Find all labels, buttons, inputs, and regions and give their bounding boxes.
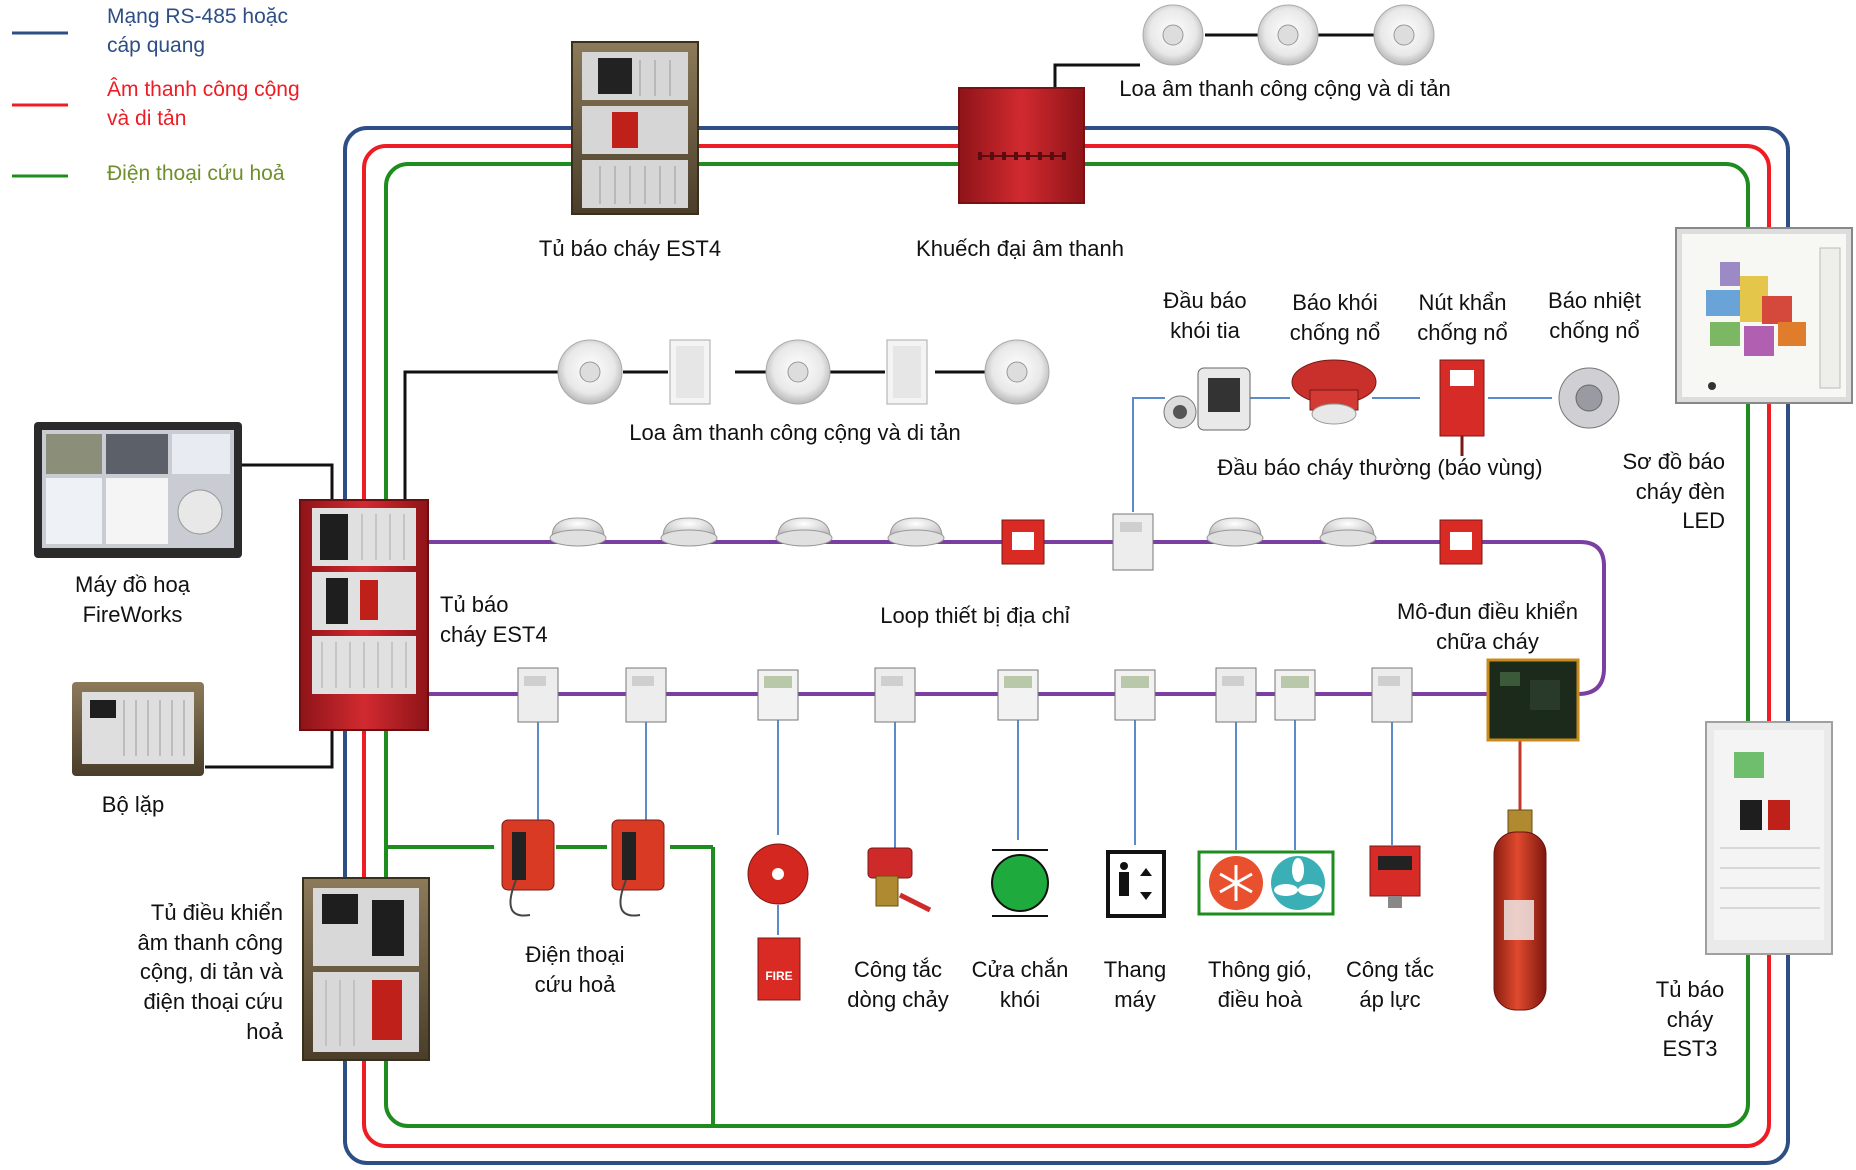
fire-phone-icon [611, 819, 665, 917]
monitor-icon [34, 422, 242, 558]
fire-bell-icon [747, 843, 809, 905]
smoke-detector-icon [549, 517, 607, 547]
ex-button-icon [1439, 359, 1485, 456]
monitor-module-icon [997, 669, 1039, 721]
pressure-switch-icon [1369, 845, 1421, 908]
monitor-module-icon [757, 669, 799, 721]
beam-detector-icon [1163, 367, 1251, 431]
ceiling-speaker-icon [1142, 4, 1204, 66]
elevator-icon [1106, 850, 1166, 918]
smoke-detector-icon [887, 517, 945, 547]
legend-audio-label: Âm thanh công cộng và di tản [107, 78, 300, 131]
release-module-icon [1486, 658, 1580, 742]
control-module-icon [1371, 667, 1413, 723]
fire-phone-label: Điện thoại cứu hoả [525, 942, 625, 997]
legend-rs485-label: Mạng RS-485 hoặc cáp quang [107, 5, 288, 58]
control-module-icon [517, 667, 559, 723]
ex-heat-detector-icon [1558, 367, 1620, 429]
gas-cylinder-icon [1493, 809, 1547, 1011]
repeater-icon [72, 682, 204, 776]
loop-label: Loop thiết bị địa chỉ [880, 603, 1070, 628]
ex-button-label: Nút khẩn chống nổ [1417, 290, 1508, 345]
audio-cabinet-label: Tủ điều khiển âm thanh công cộng, di tản… [137, 900, 283, 1044]
smoke-detector-icon [775, 517, 833, 547]
wall-speaker-icon [669, 339, 711, 405]
fire-phone-icon [501, 819, 555, 917]
audio-phone-cabinet [302, 877, 430, 1061]
legend-phone-label: Điện thoại cứu hoả [107, 162, 285, 185]
est4-main-cabinet [299, 499, 429, 731]
flow-switch-label: Công tắc dòng chảy [847, 957, 949, 1012]
hvac-label: Thông gió, điều hoà [1208, 957, 1312, 1012]
tap-lines [537, 397, 1552, 935]
upper-loop-devices [549, 513, 1483, 571]
manual-call-point-icon [1001, 519, 1045, 565]
fireworks-label: Máy đồ hoạ FireWorks [75, 572, 190, 627]
est4-top-cabinet [571, 41, 699, 215]
smoke-detector-icon [1319, 517, 1377, 547]
control-module-icon [625, 667, 667, 723]
snowflake-icon [1209, 856, 1263, 910]
legend [12, 31, 68, 178]
control-module-icon [1215, 667, 1257, 723]
conventional-label: Đầu báo cháy thường (báo vùng) [1217, 455, 1543, 480]
speakers-mid-label: Loa âm thanh công cộng và di tản [629, 420, 961, 445]
ex-heat-label: Báo nhiệt chống nổ [1548, 288, 1641, 343]
smoke-door-label: Cửa chắn khói [971, 957, 1069, 1012]
hvac-box [1197, 850, 1335, 916]
est3-label: Tủ báo cháy EST3 [1655, 977, 1725, 1062]
elevator-label: Thang máy [1103, 957, 1167, 1012]
control-module-icon [874, 667, 916, 723]
ceiling-speaker-icon [984, 339, 1050, 405]
fire-pull-text: FIRE [765, 969, 792, 983]
led-map-label: Sơ đồ báo cháy đèn LED [1622, 449, 1725, 534]
mid-speakers [557, 339, 1050, 405]
ex-smoke-detector-icon [1291, 359, 1377, 425]
ceiling-speaker-icon [557, 339, 623, 405]
fan-icon [1271, 856, 1325, 910]
smoke-detector-icon [660, 517, 718, 547]
amplifier-label: Khuếch đại âm thanh [916, 236, 1124, 261]
monitor-module-icon [1114, 669, 1156, 721]
led-map-icon [1675, 227, 1853, 404]
est4-main-label: Tủ báo cháy EST4 [440, 592, 548, 647]
wall-speaker-icon [886, 339, 928, 405]
pressure-switch-label: Công tắc áp lực [1345, 957, 1435, 1012]
fire-pull-station-icon: FIRE [757, 937, 801, 1001]
ceiling-speaker-icon [765, 339, 831, 405]
est4-top-label: Tủ báo cháy EST4 [538, 236, 722, 261]
flow-switch-icon [867, 847, 932, 913]
phone-branch [386, 845, 715, 1126]
beam-detector-label: Đầu báo khói tia [1163, 288, 1247, 343]
manual-call-point-icon [1439, 519, 1483, 565]
smoke-detector-icon [1206, 517, 1264, 547]
monitor-module-icon [1112, 513, 1154, 571]
lower-loop-modules [517, 658, 1580, 742]
release-module-label: Mô-đun điều khiển chữa cháy [1396, 599, 1578, 654]
amplifier-icon [958, 87, 1085, 204]
monitor-module-icon [1274, 669, 1316, 721]
repeater-label: Bộ lặp [101, 792, 165, 817]
top-speakers [1142, 4, 1435, 66]
speakers-top-label: Loa âm thanh công cộng và di tản [1119, 76, 1451, 101]
est3-panel-icon [1705, 721, 1833, 955]
ceiling-speaker-icon [1257, 4, 1319, 66]
ceiling-speaker-icon [1373, 4, 1435, 66]
smoke-door-icon [991, 849, 1049, 917]
ex-smoke-label: Báo khói chống nổ [1289, 290, 1381, 345]
